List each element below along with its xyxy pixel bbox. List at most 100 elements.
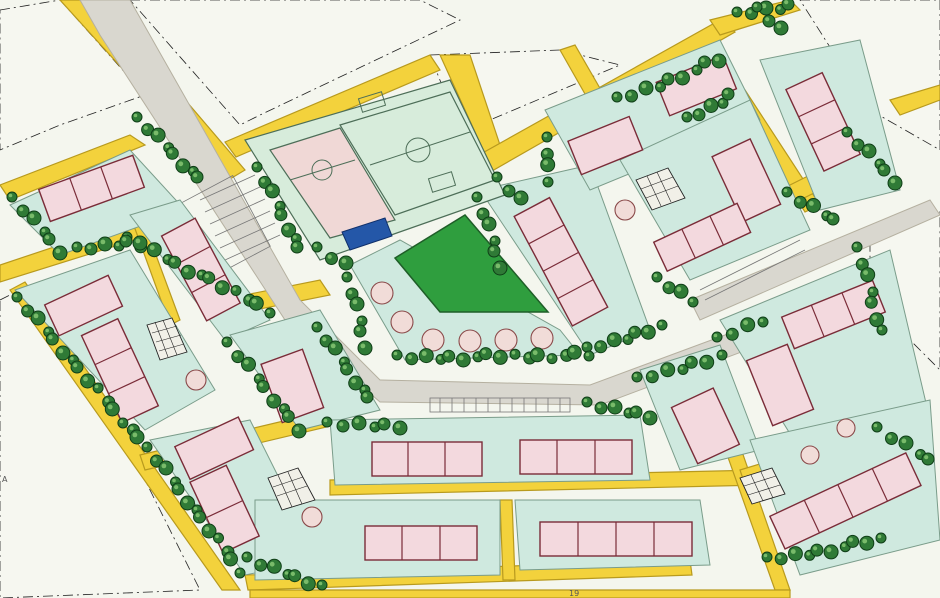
tree-icon: [300, 576, 316, 592]
tree-icon: [266, 393, 282, 409]
tree-icon: [806, 198, 821, 213]
lot-boundary-north: [129, 0, 461, 126]
tree-icon: [703, 98, 719, 113]
tree-icon: [131, 111, 143, 123]
tree-icon: [717, 97, 729, 109]
road-northwest-east-west: [0, 134, 147, 201]
tree-icon: [349, 296, 365, 312]
tree-icon: [546, 353, 558, 365]
sports-complex: [244, 79, 506, 261]
tree-icon: [405, 352, 419, 366]
tree-icon: [311, 321, 323, 333]
tree-icon: [898, 435, 914, 451]
central-lawn: [393, 214, 550, 313]
tree-icon: [471, 191, 483, 203]
tree-icon: [513, 190, 529, 206]
tree-icon: [540, 147, 554, 161]
tree-icon: [327, 340, 343, 356]
tree-icon: [509, 348, 521, 360]
tree-icon: [781, 0, 795, 11]
tree-icon: [481, 216, 497, 232]
tree-icon: [725, 327, 739, 341]
tree-icon: [492, 349, 508, 365]
tree-icon: [171, 482, 185, 496]
tree-icon: [691, 64, 703, 76]
tree-icon: [231, 350, 245, 364]
tree-icon: [871, 421, 883, 433]
round-plaza-icon: [421, 328, 445, 352]
tree-icon: [117, 417, 129, 429]
tree-icon: [213, 532, 224, 544]
round-plaza-icon: [458, 329, 482, 353]
tree-icon: [640, 324, 656, 340]
tree-icon: [859, 535, 875, 551]
tree-icon: [774, 552, 788, 566]
tree-icon: [711, 331, 723, 343]
tree-icon: [266, 558, 282, 574]
tree-icon: [681, 111, 693, 123]
house-icon: [513, 196, 609, 327]
sheet-edge-mark-left: A: [2, 475, 8, 484]
tree-icon: [158, 460, 174, 476]
tree-icon: [377, 417, 391, 431]
tree-icon: [357, 340, 373, 356]
tree-icon: [566, 344, 582, 360]
tree-icon: [264, 307, 276, 319]
tree-icon: [489, 235, 501, 247]
tree-icon: [190, 170, 204, 184]
tree-icon: [540, 157, 556, 173]
tree-icon: [26, 210, 42, 226]
tree-icon: [762, 14, 776, 28]
tree-icon: [369, 421, 381, 433]
tree-icon: [581, 341, 593, 353]
tree-icon: [180, 264, 196, 280]
tree-icon: [442, 349, 456, 363]
tree-icon: [291, 423, 307, 439]
tree-icon: [150, 127, 166, 143]
round-plaza-icon: [836, 418, 856, 438]
tree-icon: [221, 336, 233, 348]
tree-icon: [321, 416, 333, 428]
tree-icon: [629, 405, 643, 419]
house-icon: [43, 274, 124, 337]
playground-grid-icon: [739, 467, 786, 505]
tree-icon: [479, 347, 493, 361]
house-icon: [371, 441, 483, 477]
tree-icon: [251, 161, 263, 173]
blue-pad: [341, 217, 393, 251]
tree-icon: [875, 532, 887, 544]
tree-icon: [851, 241, 863, 253]
tree-icon: [594, 401, 608, 415]
lot-boundary-southwest: [0, 289, 201, 598]
tree-icon: [594, 340, 608, 354]
tree-icon: [846, 534, 860, 548]
tree-icon: [104, 401, 120, 417]
tree-icon: [311, 241, 323, 253]
road-south-edge: [249, 589, 791, 598]
tree-icon: [341, 271, 353, 283]
tree-icon: [353, 324, 367, 338]
tree-icon: [264, 183, 280, 199]
playground-grid-icon: [635, 167, 686, 211]
tree-icon: [168, 255, 182, 269]
tree-icon: [645, 370, 659, 384]
tree-icon: [281, 409, 295, 423]
house-icon: [785, 71, 862, 173]
tree-icon: [165, 146, 179, 160]
tree-icon: [740, 317, 756, 333]
tree-icon: [541, 131, 553, 143]
tree-icon: [336, 419, 350, 433]
tree-icon: [42, 232, 56, 246]
tree-icon: [150, 454, 163, 468]
tree-icon: [611, 91, 623, 103]
tree-icon: [716, 349, 728, 361]
tree-icon: [356, 315, 368, 327]
tree-icon: [869, 312, 885, 328]
houses: [37, 54, 922, 561]
tree-icon: [651, 271, 663, 283]
tree-icon: [146, 242, 162, 258]
tree-icon: [84, 242, 98, 256]
tree-icon: [351, 415, 367, 431]
tree-icon: [826, 212, 840, 226]
